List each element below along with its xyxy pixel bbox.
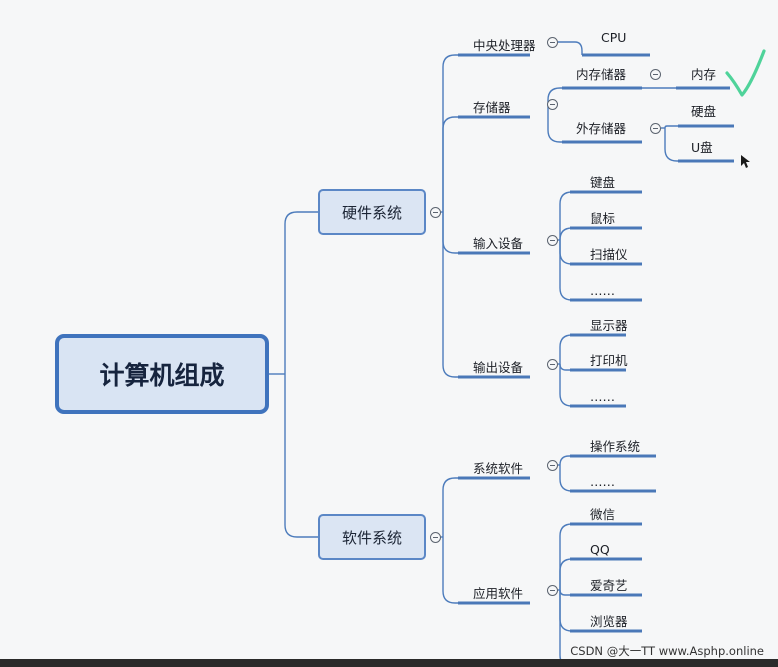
category-node[interactable]: 存储器 bbox=[473, 100, 511, 115]
leaf-node[interactable]: 操作系统 bbox=[590, 439, 641, 454]
category-node[interactable]: 中央处理器 bbox=[473, 38, 536, 53]
category-node[interactable]: 输入设备 bbox=[473, 236, 524, 251]
connector-line bbox=[442, 477, 458, 537]
category-node[interactable]: 输出设备 bbox=[473, 360, 524, 375]
leaf-node[interactable]: 鼠标 bbox=[590, 211, 616, 226]
branch-connector bbox=[284, 211, 318, 374]
root-node[interactable]: 计算机组成 bbox=[55, 334, 269, 414]
collapse-toggle-icon[interactable] bbox=[429, 531, 441, 543]
connector-line bbox=[664, 125, 678, 129]
connector-line bbox=[442, 537, 458, 604]
connector-line bbox=[442, 54, 458, 212]
collapse-toggle-icon[interactable] bbox=[546, 36, 558, 48]
collapse-toggle-icon[interactable] bbox=[429, 206, 441, 218]
leaf-node[interactable]: U盘 bbox=[691, 140, 713, 155]
leaf-node[interactable]: 硬盘 bbox=[691, 104, 717, 119]
connector-line bbox=[547, 104, 562, 143]
connector-line bbox=[664, 128, 678, 162]
connector-line bbox=[559, 455, 570, 466]
leaf-node[interactable]: QQ bbox=[590, 542, 610, 557]
leaf-node[interactable]: 内存 bbox=[691, 67, 717, 82]
leaf-node[interactable]: 微信 bbox=[590, 507, 616, 522]
connector-line bbox=[442, 212, 458, 378]
connector-line bbox=[559, 558, 573, 590]
collapse-toggle-icon[interactable] bbox=[546, 234, 558, 246]
leaf-node[interactable]: …… bbox=[590, 389, 615, 404]
connector-line bbox=[558, 41, 583, 55]
mouse-cursor-icon bbox=[741, 155, 750, 168]
branch-node[interactable]: 软件系统 bbox=[318, 514, 426, 560]
collapse-toggle-icon[interactable] bbox=[649, 68, 661, 80]
branch-node[interactable]: 硬件系统 bbox=[318, 189, 426, 235]
leaf-node[interactable]: CPU bbox=[601, 30, 627, 45]
category-node[interactable]: 应用软件 bbox=[473, 586, 524, 601]
leaf-node[interactable]: 显示器 bbox=[590, 318, 628, 333]
bottom-strip bbox=[0, 659, 778, 667]
connector-line bbox=[559, 240, 573, 265]
sub-category-node[interactable]: 内存储器 bbox=[576, 67, 627, 82]
connector-line bbox=[559, 523, 573, 590]
leaf-node[interactable]: 键盘 bbox=[590, 175, 616, 190]
collapse-toggle-icon[interactable] bbox=[546, 358, 558, 370]
connector-line bbox=[559, 589, 570, 596]
leaf-node[interactable]: …… bbox=[590, 474, 615, 489]
watermark: CSDN @大一TT www.Asphp.online bbox=[570, 644, 764, 658]
leaf-node[interactable]: 打印机 bbox=[590, 353, 628, 368]
sub-category-node[interactable]: 外存储器 bbox=[576, 121, 627, 136]
connector-line bbox=[559, 465, 573, 492]
collapse-toggle-icon[interactable] bbox=[546, 98, 558, 110]
branch-connector bbox=[284, 374, 318, 538]
collapse-toggle-icon[interactable] bbox=[546, 584, 558, 596]
category-node[interactable]: 系统软件 bbox=[473, 461, 524, 476]
connector-line bbox=[559, 240, 573, 301]
leaf-node[interactable]: 扫描仪 bbox=[590, 247, 628, 262]
leaf-node[interactable]: 爱奇艺 bbox=[590, 578, 628, 593]
connector-line bbox=[442, 212, 458, 254]
leaf-node[interactable]: 浏览器 bbox=[590, 614, 628, 629]
collapse-toggle-icon[interactable] bbox=[649, 122, 661, 134]
connector-line bbox=[559, 363, 570, 371]
connector-line bbox=[442, 116, 458, 212]
connector-line bbox=[559, 334, 573, 364]
leaf-node[interactable]: …… bbox=[590, 283, 615, 298]
connector-line bbox=[559, 227, 573, 241]
handwritten-checkmark bbox=[725, 49, 766, 97]
collapse-toggle-icon[interactable] bbox=[546, 459, 558, 471]
